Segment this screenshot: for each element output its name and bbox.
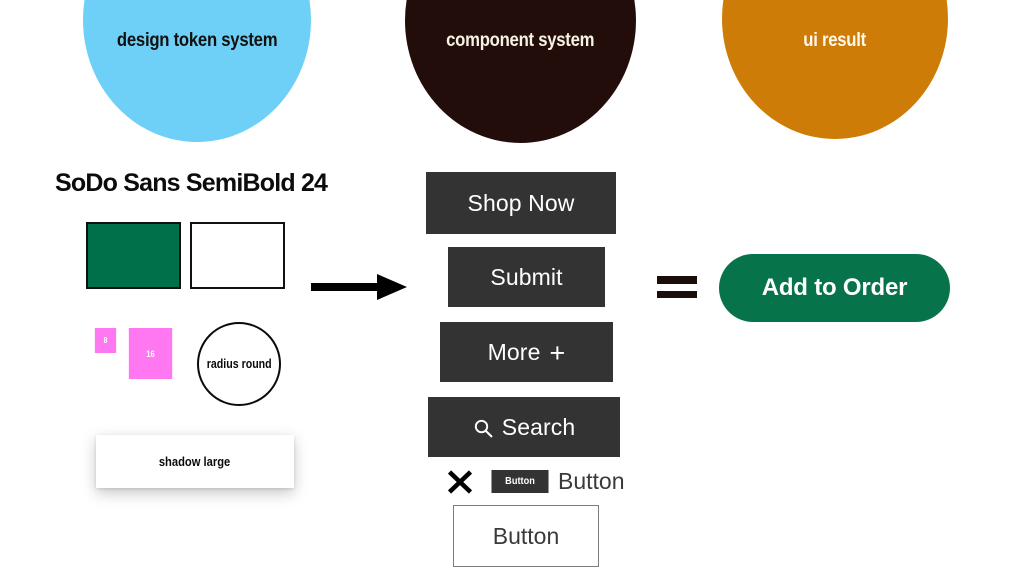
submit-button[interactable]: Submit <box>448 247 605 307</box>
spacing-token-16: 16 <box>128 328 173 379</box>
design-token-system-circle: design token system <box>83 0 311 142</box>
component-system-circle: component system <box>405 0 636 143</box>
button-outline-label: Button <box>492 522 560 549</box>
search-button[interactable]: Search <box>428 397 620 457</box>
add-to-order-button[interactable]: Add to Order <box>719 254 950 322</box>
more-button[interactable]: More + <box>440 322 613 382</box>
search-icon <box>473 418 493 438</box>
button-text-label: Button <box>558 468 625 494</box>
shadow-token-card: shadow large <box>96 435 294 488</box>
shop-now-button[interactable]: Shop Now <box>426 172 616 234</box>
arrow-right-icon <box>311 272 407 302</box>
equals-icon <box>657 275 697 301</box>
plus-icon: + <box>549 337 566 368</box>
shop-now-button-label: Shop Now <box>467 189 575 216</box>
component-system-label: component system <box>446 30 595 51</box>
spacing-token-8: 8 <box>94 328 117 353</box>
close-x-icon[interactable] <box>446 468 474 496</box>
spacing-token-16-label: 16 <box>146 348 155 359</box>
submit-button-label: Submit <box>490 263 563 290</box>
search-button-label: Search <box>501 413 576 440</box>
radius-token-circle: radius round <box>197 322 281 406</box>
more-button-label: More <box>487 338 541 365</box>
ui-result-label: ui result <box>803 30 867 51</box>
button-outline[interactable]: Button <box>453 505 599 567</box>
spacing-token-8-label: 8 <box>103 336 108 345</box>
add-to-order-button-label: Add to Order <box>761 274 908 301</box>
button-chip[interactable]: Button <box>491 470 549 493</box>
ui-result-circle: ui result <box>722 0 948 139</box>
typography-token-label: SoDo Sans SemiBold 24 <box>55 169 328 197</box>
radius-token-label: radius round <box>206 357 272 371</box>
color-swatch-white <box>190 222 285 289</box>
button-chip-label: Button <box>505 476 535 487</box>
design-token-system-label: design token system <box>116 30 278 51</box>
color-swatch-green <box>86 222 181 289</box>
shadow-token-label: shadow large <box>159 454 231 469</box>
